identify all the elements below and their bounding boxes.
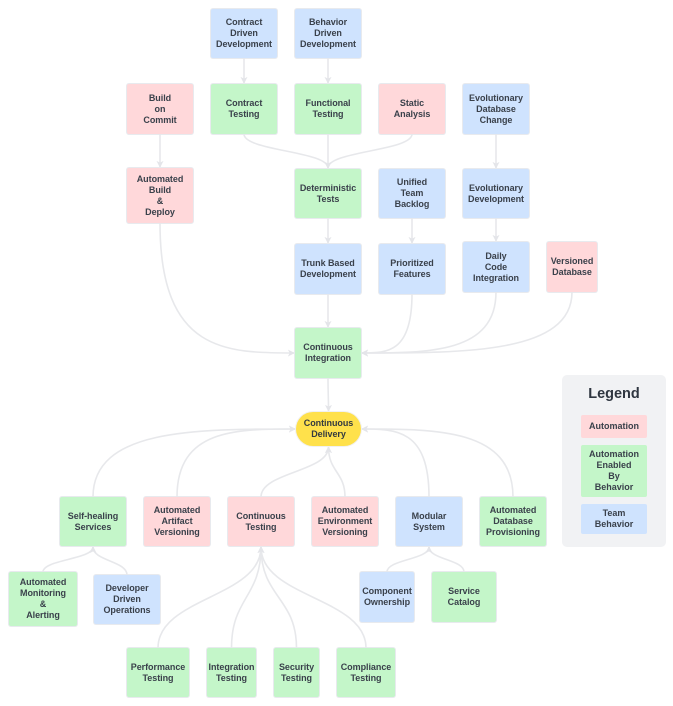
node-automated-build-and-deploy: Automated Build & Deploy [127, 168, 193, 223]
edge-cpt-to-ctest [257, 546, 367, 649]
node-deterministic-tests: Deterministic Tests [295, 169, 361, 218]
node-automated-environment-versioning: Automated Environment Versioning [312, 497, 378, 546]
node-label: Continuous Integration [303, 342, 353, 363]
node-label: Trunk Based Development [300, 258, 356, 279]
node-automated-database-provisioning: Automated Database Provisioning [480, 497, 546, 546]
edge-ci-to-cd [324, 377, 332, 412]
node-label: Behavior Driven Development [300, 17, 356, 49]
node-label: Performance Testing [130, 661, 186, 683]
node-static-analysis: Static Analysis [379, 84, 445, 134]
node-contract-driven-development: Contract Driven Development [211, 9, 277, 58]
node-label: Automated Build & Deploy [136, 173, 184, 217]
node-developer-driven-operations: Developer Driven Operations [94, 575, 160, 624]
node-label: Automated Environment Versioning [317, 505, 373, 537]
node-label: Security Testing [278, 661, 315, 683]
node-behavior-driven-development: Behavior Driven Development [295, 9, 361, 58]
node-unified-team-backlog: Unified Team Backlog [379, 169, 445, 218]
node-automated-artifact-versioning: Automated Artifact Versioning [144, 497, 210, 546]
node-label: Evolutionary Development [468, 182, 524, 204]
edge-ms-to-cd [361, 425, 430, 498]
node-label: Deterministic Tests [299, 182, 357, 204]
edge-st-to-ctest [257, 546, 298, 649]
node-continuous-testing: Continuous Testing [228, 497, 294, 546]
node-service-catalog: Service Catalog [432, 572, 496, 622]
node-security-testing: Security Testing [274, 648, 319, 697]
node-automated-monitoring-and-alerting: Automated Monitoring & Alerting [9, 572, 77, 626]
node-trunk-based-development: Trunk Based Development [295, 244, 361, 294]
node-label: Versioned Database [550, 256, 594, 277]
edge-dci-to-ci [361, 291, 497, 357]
legend-item-label: Automation Enabled By Behavior [589, 449, 639, 492]
node-label: Automated Monitoring & Alerting [19, 577, 67, 620]
node-label: Developer Driven Operations [103, 583, 151, 615]
edge-adp-to-cd [361, 425, 514, 498]
node-label: Contract Driven Development [216, 17, 272, 49]
node-contract-testing: Contract Testing [211, 84, 277, 134]
legend-title: Legend [588, 386, 640, 402]
node-label: Daily Code Integration [473, 250, 519, 283]
legend-item-automation: Automation [581, 415, 647, 438]
node-label: Automated Artifact Versioning [153, 505, 201, 537]
node-label: Prioritized Features [390, 258, 434, 279]
node-self-healing-services: Self-healing Services [60, 497, 126, 546]
legend-item-label: Automation [589, 421, 639, 431]
legend-item-automation-enabled-by-behavior: Automation Enabled By Behavior [581, 445, 647, 497]
edge-vdb-to-ci [361, 291, 573, 357]
node-performance-testing: Performance Testing [127, 648, 189, 697]
node-label: Build on Commit [143, 92, 177, 125]
node-continuous-delivery: Continuous Delivery [296, 412, 361, 446]
edge-sa-to-dt [324, 133, 413, 169]
edge-it-to-ctest [230, 546, 265, 649]
legend-item-label: Team Behavior [594, 508, 634, 529]
node-label: Unified Team Backlog [394, 177, 430, 209]
node-compliance-testing: Compliance Testing [337, 648, 395, 697]
edge-ama-to-shs [42, 546, 97, 573]
node-modular-system: Modular System [396, 497, 462, 546]
node-functional-testing: Functional Testing [295, 84, 361, 134]
edge-co-to-ms [386, 546, 433, 573]
edge-aev-to-cd [325, 446, 346, 498]
legend-panel: Legend Automation Automation Enabled By … [562, 375, 666, 547]
node-label: Integration Testing [208, 661, 255, 683]
edge-ctest-to-cd [260, 446, 332, 498]
node-prioritized-features: Prioritized Features [379, 244, 445, 294]
node-evolutionary-database-change: Evolutionary Database Change [463, 84, 529, 134]
node-label: Static Analysis [393, 98, 431, 119]
node-integration-testing: Integration Testing [207, 648, 256, 697]
node-versioned-database: Versioned Database [547, 242, 597, 292]
edge-ddo-to-shs [89, 546, 128, 576]
edge-abd-to-ci [159, 222, 295, 357]
node-label: Evolutionary Database Change [469, 92, 523, 125]
edge-sc-to-ms [425, 546, 465, 573]
legend-item-team-behavior: Team Behavior [581, 504, 647, 534]
edge-pf-to-ci [361, 293, 413, 357]
node-build-on-commit: Build on Commit [127, 84, 193, 134]
node-label: Contract Testing [225, 98, 263, 119]
node-label: Automated Database Provisioning [486, 505, 540, 537]
node-label: Modular System [411, 510, 447, 532]
node-label: Component Ownership [362, 586, 412, 607]
edge-aav-to-cd [176, 425, 296, 498]
node-continuous-integration: Continuous Integration [295, 328, 361, 378]
node-label: Compliance Testing [340, 661, 392, 683]
node-component-ownership: Component Ownership [360, 572, 414, 622]
node-label: Service Catalog [447, 586, 481, 607]
edge-pt-to-ctest [157, 546, 265, 649]
node-label: Functional Testing [305, 98, 351, 119]
node-evolutionary-development: Evolutionary Development [463, 169, 529, 218]
node-daily-code-integration: Daily Code Integration [463, 242, 529, 292]
edge-ctr-to-dt [243, 133, 332, 169]
node-label: Self-healing Services [67, 510, 119, 532]
node-label: Continuous Delivery [303, 418, 354, 439]
node-label: Continuous Testing [236, 510, 286, 532]
